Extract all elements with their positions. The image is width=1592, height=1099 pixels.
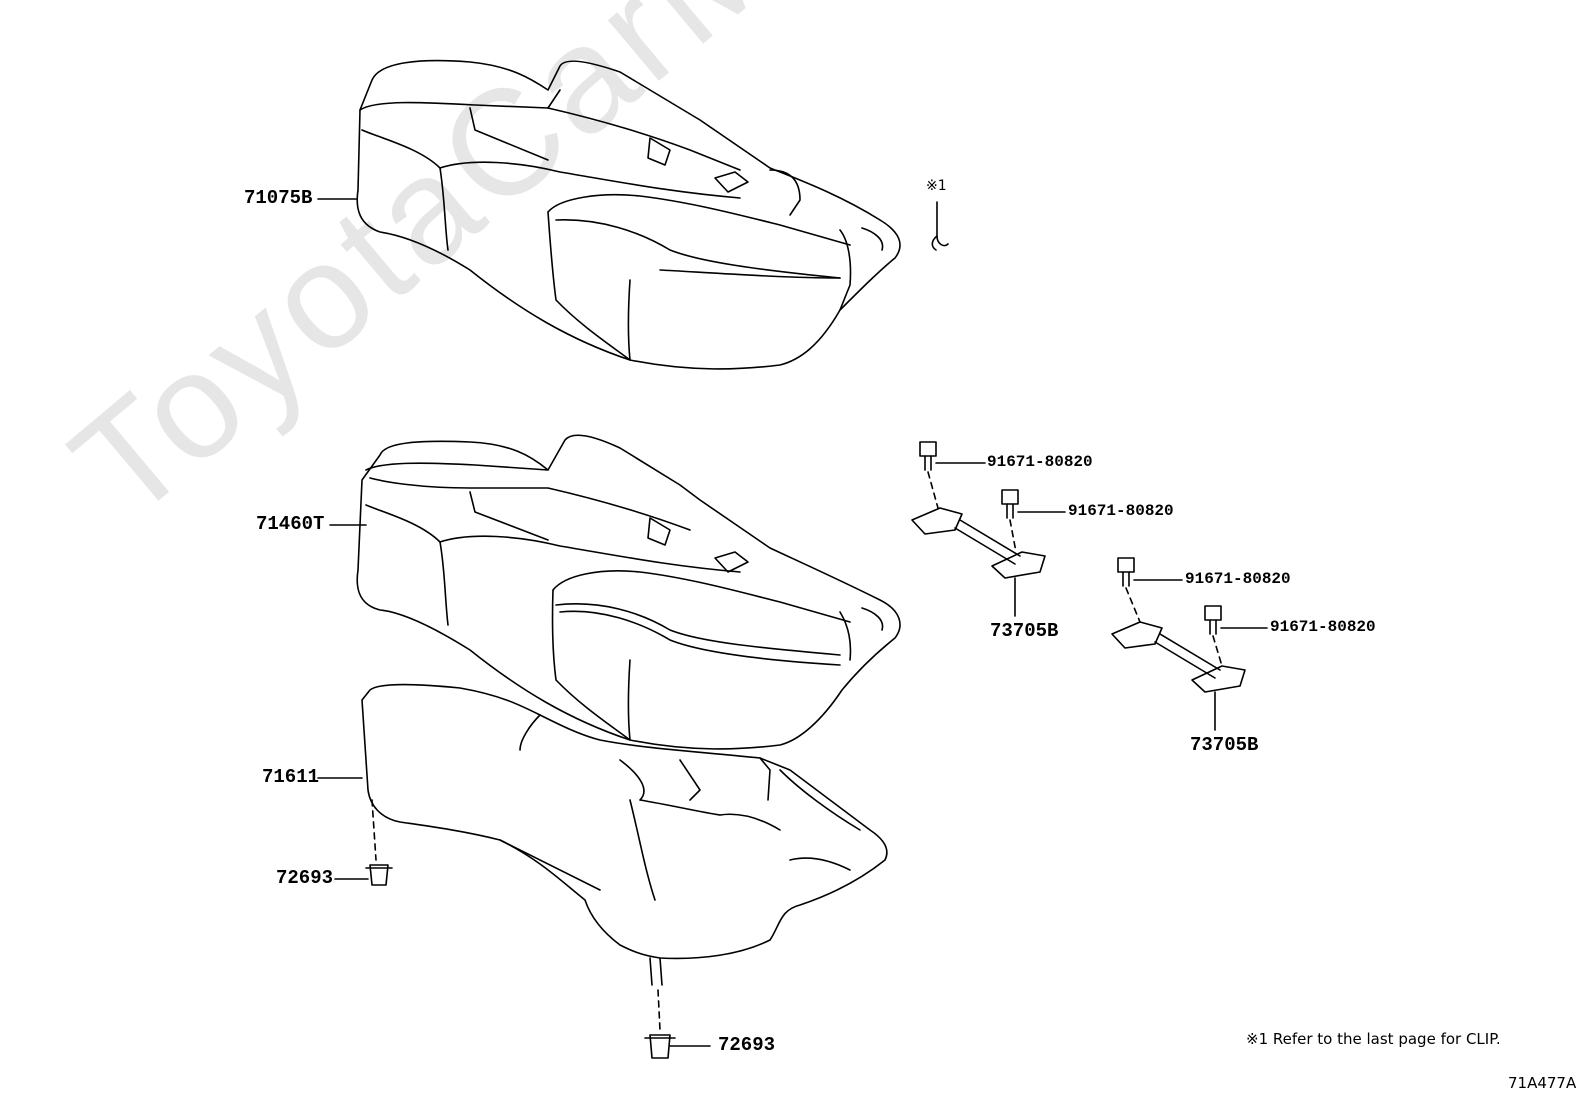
label-clip-left: 72693 — [276, 867, 334, 889]
leader-lines — [317, 198, 367, 779]
label-bolt-1: 91671-80820 — [987, 453, 1093, 471]
label-hook-upper: 73705B — [990, 620, 1059, 642]
label-seat-pad: 71460T — [256, 513, 325, 535]
label-clip-bottom: 72693 — [718, 1034, 776, 1056]
footnote: ※1 Refer to the last page for CLIP. — [1246, 1030, 1501, 1048]
bolt-icon — [1117, 557, 1183, 623]
drawing-id: 71A477A — [1508, 1074, 1577, 1092]
bolt-icon — [919, 441, 986, 509]
label-seat-frame: 71611 — [262, 766, 320, 788]
seat-pad-drawing — [356, 434, 901, 750]
label-hook-lower: 73705B — [1190, 734, 1259, 756]
label-bolt-2: 91671-80820 — [1068, 502, 1174, 520]
hook-bracket-icon — [911, 507, 1046, 617]
label-seat-cover: 71075B — [244, 187, 313, 209]
clip-icon — [644, 989, 711, 1059]
seat-frame-drawing — [361, 683, 888, 986]
clip-reference-drawing — [931, 201, 949, 251]
label-bolt-3: 91671-80820 — [1185, 570, 1291, 588]
label-bolt-4: 91671-80820 — [1270, 618, 1376, 636]
seat-cover-drawing — [356, 59, 901, 370]
bolt-icon — [1001, 489, 1066, 553]
reference-mark: ※1 — [926, 178, 947, 194]
clip-icon — [334, 799, 393, 886]
hook-bracket-icon — [1111, 621, 1246, 731]
bolt-icon — [1204, 605, 1268, 667]
